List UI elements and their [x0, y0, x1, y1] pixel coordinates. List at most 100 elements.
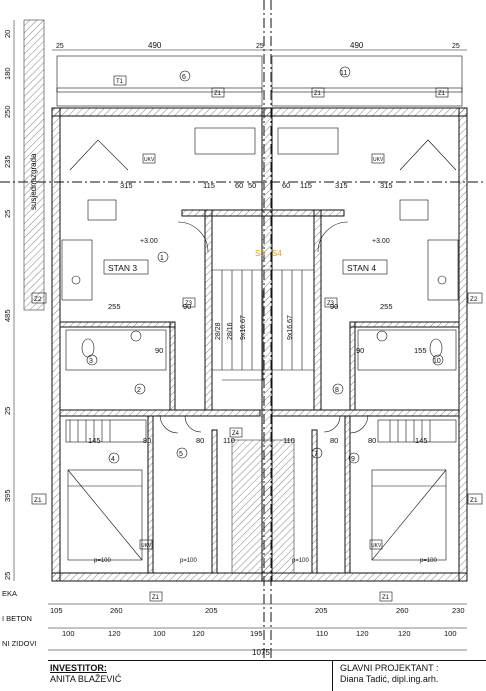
- bed-right-cover: [371, 469, 447, 561]
- dim-value: 60: [282, 181, 290, 190]
- dim-value: 120: [398, 629, 411, 638]
- stan3-label-box: [103, 259, 149, 275]
- dim-value: 80: [330, 436, 338, 445]
- window-tag: Z3: [185, 301, 193, 307]
- dim-top-gap-right: 25: [452, 43, 460, 50]
- dim-value: 260: [396, 606, 409, 615]
- dim-value: 235: [3, 155, 12, 168]
- window-tag: Z1: [214, 91, 222, 97]
- window-tag: UKV: [371, 543, 382, 549]
- dim-row-2: 315 115 60 50 60 115 315 315: [120, 181, 393, 190]
- window-tag: UKV: [373, 157, 384, 163]
- dim-value: 50: [248, 181, 256, 190]
- wall-bath-right-side: [349, 321, 356, 411]
- room-number: 4: [111, 456, 115, 463]
- table-right: [399, 199, 429, 221]
- staircase: [211, 215, 315, 411]
- stair-dim-3: 9x16.67: [287, 315, 294, 340]
- door-width-tag: p=100: [94, 558, 112, 564]
- dim-value: 395: [3, 489, 12, 502]
- window-tag: Z1: [152, 595, 160, 601]
- designer-label: GLAVNI PROJEKTANT :: [340, 663, 439, 673]
- window-tag: Z2: [470, 296, 478, 303]
- room-circle: [134, 383, 146, 395]
- stan3-label: STAN 3: [108, 263, 137, 273]
- wall-west: [51, 107, 61, 582]
- stair-dim-2: 9x16.67: [240, 315, 247, 340]
- dim-value: 195: [250, 629, 263, 638]
- dim-value: 315: [380, 181, 393, 190]
- bath-left: [65, 329, 167, 371]
- wall-bath-left-top: [59, 321, 176, 328]
- dim-row-4: 145 80 80 110 110 80 80 145: [88, 436, 428, 445]
- dim-value: 110: [283, 436, 295, 445]
- window-tag: T1: [116, 79, 124, 85]
- door-arc-bath-right: [349, 414, 369, 434]
- window-tag: Z1: [438, 91, 446, 97]
- dim-value: 60: [235, 181, 243, 190]
- kitchen-counter-right: [427, 239, 459, 301]
- hob-left: [71, 275, 81, 285]
- room-number: 3: [89, 358, 93, 365]
- room-number: 8: [335, 387, 339, 394]
- dim-value: 20: [3, 30, 12, 38]
- dim-value: 25: [3, 572, 12, 580]
- dim-value: 100: [153, 629, 166, 638]
- room-number: 1: [160, 255, 164, 262]
- window-tag: Z1: [470, 497, 478, 504]
- wall-north: [51, 107, 468, 117]
- room-circle: [311, 447, 323, 459]
- dim-value: 155: [414, 346, 427, 355]
- lower-stair-hatch: [231, 439, 295, 574]
- balcony-rail-right: [271, 87, 463, 93]
- dim-value: 115: [203, 181, 215, 190]
- room-circle: [348, 452, 360, 464]
- window-tag: Z1: [314, 91, 322, 97]
- room-circle: [86, 354, 98, 366]
- stair-mark-s4: S4: [272, 249, 282, 258]
- stan4-label: STAN 4: [347, 263, 376, 273]
- dim-value: 100: [444, 629, 457, 638]
- dim-row-6: 100 120 100 120 195 110 120 120 100: [62, 629, 457, 638]
- wall-bed-left-side: [147, 415, 154, 574]
- investor-cell: INVESTITOR: ANITA BLAŽEVIĆ: [48, 661, 333, 691]
- stair-dim-1: 28/16: [227, 322, 234, 340]
- hob-right: [437, 275, 447, 285]
- door-arc-stan3: [177, 221, 209, 253]
- stan4-level: +3.00: [372, 238, 390, 245]
- dim-row-5: 105 260 205 205 260 230: [50, 606, 465, 615]
- dim-value: 115: [300, 181, 312, 190]
- wall-bed-right-top: [271, 409, 460, 417]
- dim-value: 255: [108, 302, 121, 311]
- dim-value: 120: [108, 629, 121, 638]
- wardrobe-right: [377, 419, 457, 443]
- window-tag: UKV: [141, 543, 152, 549]
- window-v-right: [399, 139, 457, 171]
- investor-name: ANITA BLAŽEVIĆ: [50, 674, 122, 684]
- investor-label: INVESTITOR:: [50, 663, 107, 673]
- room-circle: [339, 66, 351, 78]
- sink-left: [130, 330, 142, 342]
- dim-total: 1075: [252, 648, 270, 657]
- element-tags: T1 Z1 Z1 Z1 Z2 Z1 Z1 Z2 UKV UKV UKV UKV …: [31, 75, 483, 602]
- legend-line-2: I BETON: [2, 614, 32, 623]
- window-tag: Z3: [327, 301, 335, 307]
- wall-ws-left: [211, 429, 218, 574]
- legend-line-1: EKA: [2, 589, 17, 598]
- dim-value: 485: [3, 309, 12, 322]
- wall-bed-right-side: [344, 415, 351, 574]
- window-tag: UKV: [144, 157, 155, 163]
- wall-ws-right: [311, 429, 318, 574]
- designer-cell: GLAVNI PROJEKTANT : Diana Tadić, dipl.in…: [336, 661, 486, 691]
- dim-value: 145: [88, 436, 101, 445]
- dim-top-gap-left: 25: [56, 43, 64, 50]
- title-block: INVESTITOR: ANITA BLAŽEVIĆ GLAVNI PROJEK…: [48, 660, 486, 691]
- door-arc-stan4: [317, 221, 349, 253]
- room-circle: [332, 383, 344, 395]
- dim-value: 100: [62, 629, 75, 638]
- stan4-label-box: [342, 259, 388, 275]
- wc-left: [81, 338, 95, 358]
- stair-dim-4: 28/28: [215, 322, 222, 340]
- wc-right: [429, 338, 443, 358]
- dim-top-gap-mid: 25: [256, 43, 264, 50]
